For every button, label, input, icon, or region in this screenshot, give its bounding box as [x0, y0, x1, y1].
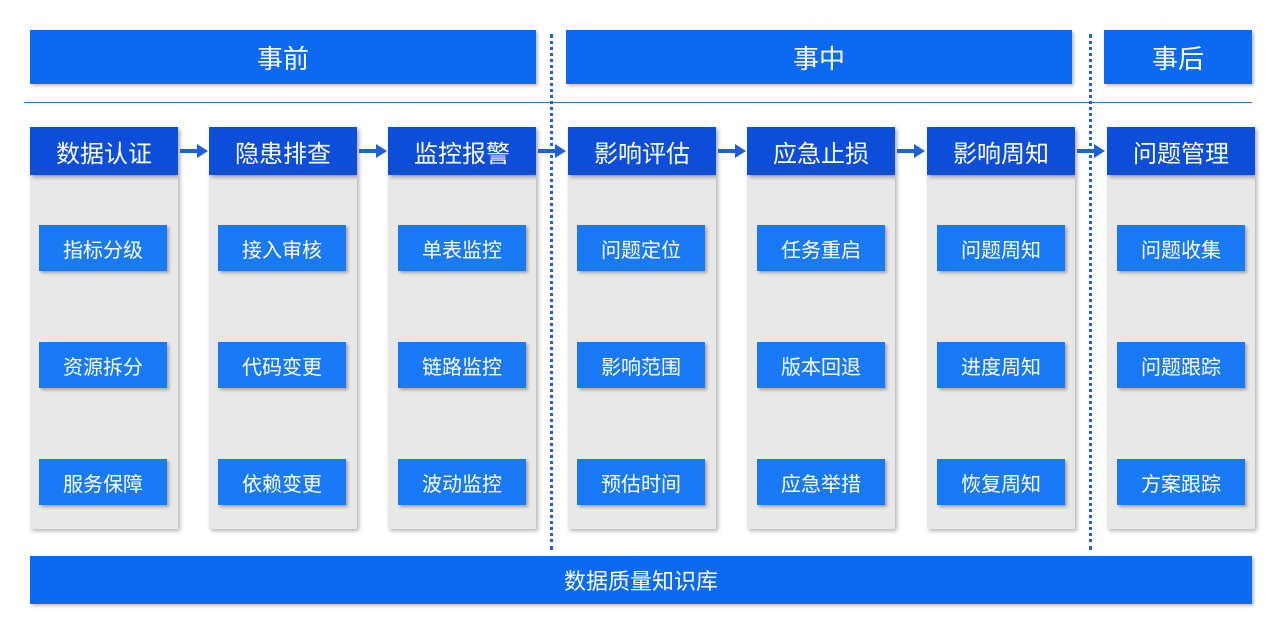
- column-header: 监控报警: [388, 127, 536, 175]
- step-item: 问题收集: [1117, 225, 1245, 271]
- step-item: 接入审核: [218, 225, 346, 271]
- step-item-label: 链路监控: [422, 354, 502, 379]
- column-title: 监控报警: [414, 139, 510, 168]
- step-item: 问题定位: [577, 225, 705, 271]
- arrow-right-icon: [180, 144, 208, 158]
- column-title: 影响周知: [953, 139, 1049, 168]
- step-item: 依赖变更: [218, 459, 346, 505]
- column-header: 应急止损: [747, 127, 895, 175]
- step-item-label: 预估时间: [601, 471, 681, 496]
- step-item: 任务重启: [757, 225, 885, 271]
- step-item: 指标分级: [39, 225, 167, 271]
- step-item-label: 单表监控: [422, 237, 502, 262]
- step-item: 问题跟踪: [1117, 342, 1245, 388]
- step-item-label: 代码变更: [242, 354, 322, 379]
- knowledge-base-bar: 数据质量知识库: [30, 556, 1252, 604]
- phase-after: 事后: [1104, 30, 1252, 84]
- column-header: 影响评估: [568, 127, 716, 175]
- step-item-label: 恢复周知: [961, 471, 1041, 496]
- knowledge-base-label: 数据质量知识库: [563, 570, 718, 595]
- step-item: 资源拆分: [39, 342, 167, 388]
- step-item-label: 服务保障: [63, 471, 143, 496]
- step-item-label: 进度周知: [961, 354, 1041, 379]
- arrow-right-icon: [718, 144, 746, 158]
- phase-after-label: 事后: [1151, 44, 1204, 75]
- step-item-label: 问题跟踪: [1141, 354, 1221, 379]
- step-item: 预估时间: [577, 459, 705, 505]
- step-item: 恢复周知: [937, 459, 1065, 505]
- step-item: 版本回退: [757, 342, 885, 388]
- arrow-right-icon: [359, 144, 387, 158]
- step-item-label: 问题定位: [601, 237, 681, 262]
- step-item: 应急举措: [757, 459, 885, 505]
- column-title: 隐患排查: [235, 139, 331, 168]
- step-item-label: 问题周知: [961, 237, 1041, 262]
- step-item-label: 版本回退: [781, 354, 861, 379]
- horizontal-divider: [24, 102, 1252, 103]
- step-item-label: 资源拆分: [63, 354, 143, 379]
- phase-separator-2: [1089, 34, 1092, 550]
- phase-during: 事中: [566, 30, 1072, 84]
- step-item-label: 波动监控: [422, 471, 502, 496]
- step-item: 单表监控: [398, 225, 526, 271]
- arrow-right-icon: [897, 144, 925, 158]
- phase-before: 事前: [30, 30, 536, 84]
- step-item-label: 应急举措: [781, 471, 861, 496]
- column-title: 问题管理: [1133, 139, 1229, 168]
- step-item-label: 指标分级: [63, 237, 143, 262]
- column-title: 影响评估: [594, 139, 690, 168]
- step-item: 链路监控: [398, 342, 526, 388]
- arrow-right-icon: [538, 144, 566, 158]
- column-header: 问题管理: [1107, 127, 1255, 175]
- column-title: 应急止损: [773, 139, 869, 168]
- step-item: 影响范围: [577, 342, 705, 388]
- column-header: 隐患排查: [209, 127, 357, 175]
- step-item: 问题周知: [937, 225, 1065, 271]
- step-item-label: 任务重启: [781, 237, 861, 262]
- phase-separator-1: [550, 34, 553, 550]
- step-item-label: 依赖变更: [242, 471, 322, 496]
- step-item-label: 接入审核: [242, 237, 322, 262]
- step-item-label: 方案跟踪: [1141, 471, 1221, 496]
- step-item: 进度周知: [937, 342, 1065, 388]
- step-item-label: 影响范围: [601, 354, 681, 379]
- column-title: 数据认证: [56, 139, 152, 168]
- step-item: 方案跟踪: [1117, 459, 1245, 505]
- step-item: 波动监控: [398, 459, 526, 505]
- column-header: 影响周知: [927, 127, 1075, 175]
- column-header: 数据认证: [30, 127, 178, 175]
- arrow-right-icon: [1077, 144, 1105, 158]
- step-item-label: 问题收集: [1141, 237, 1221, 262]
- step-item: 服务保障: [39, 459, 167, 505]
- phase-during-label: 事中: [792, 44, 845, 75]
- step-item: 代码变更: [218, 342, 346, 388]
- phase-before-label: 事前: [256, 44, 309, 75]
